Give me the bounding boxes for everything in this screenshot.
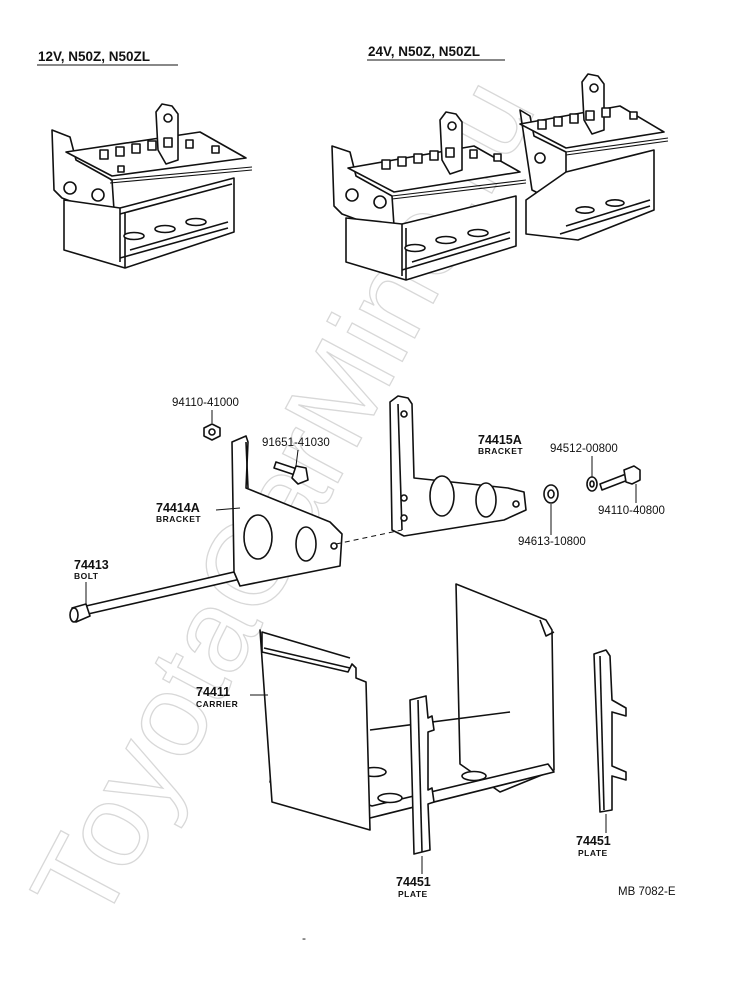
- label-74451-right-name: PLATE: [578, 848, 608, 858]
- leader-91651-41030: [295, 449, 299, 467]
- variant-header-12v: 12V, N50Z, N50ZL: [38, 49, 150, 64]
- lock-washer-94512-00800: [586, 476, 598, 492]
- plate-74451-left: [409, 695, 435, 855]
- bracket-74415a: [389, 395, 527, 537]
- label-94110-41000: 94110-41000: [172, 397, 239, 409]
- stray-mark: -: [302, 931, 306, 945]
- label-94512-00800: 94512-00800: [550, 443, 618, 455]
- washer-94613-10800: [543, 484, 559, 504]
- label-74414a-number: 74414A: [156, 501, 200, 515]
- label-74411-name: CARRIER: [196, 699, 238, 709]
- label-74414a-name: BRACKET: [156, 514, 201, 524]
- label-74451-left-number: 74451: [396, 875, 431, 889]
- bolt-91651-41030: [273, 461, 309, 485]
- variant-header-24v: 24V, N50Z, N50ZL: [368, 44, 480, 59]
- label-74451-right-number: 74451: [576, 834, 611, 848]
- battery-assembly-24v: [331, 73, 669, 281]
- label-74413-name: BOLT: [74, 571, 99, 581]
- plate-74451-right: [593, 649, 627, 813]
- label-94613-10800: 94613-10800: [518, 536, 586, 548]
- assembly-dash-line: [335, 529, 403, 545]
- label-74451-left-name: PLATE: [398, 889, 428, 899]
- leader-74414a: [215, 507, 241, 511]
- bracket-74414a: [231, 435, 343, 587]
- label-74411-number: 74411: [196, 685, 230, 699]
- battery-assembly-12v: [51, 103, 253, 269]
- label-94110-40800: 94110-40800: [598, 505, 665, 517]
- label-74415a-number: 74415A: [478, 433, 522, 447]
- carrier-74411: [259, 583, 555, 831]
- label-91651-41030: 91651-41030: [262, 437, 330, 449]
- nut-94110-41000: [203, 423, 221, 441]
- label-74413-number: 74413: [74, 558, 109, 572]
- label-74415a-name: BRACKET: [478, 446, 523, 456]
- bolt-94110-40800: [599, 465, 641, 491]
- diagram-code: MB 7082-E: [618, 886, 676, 898]
